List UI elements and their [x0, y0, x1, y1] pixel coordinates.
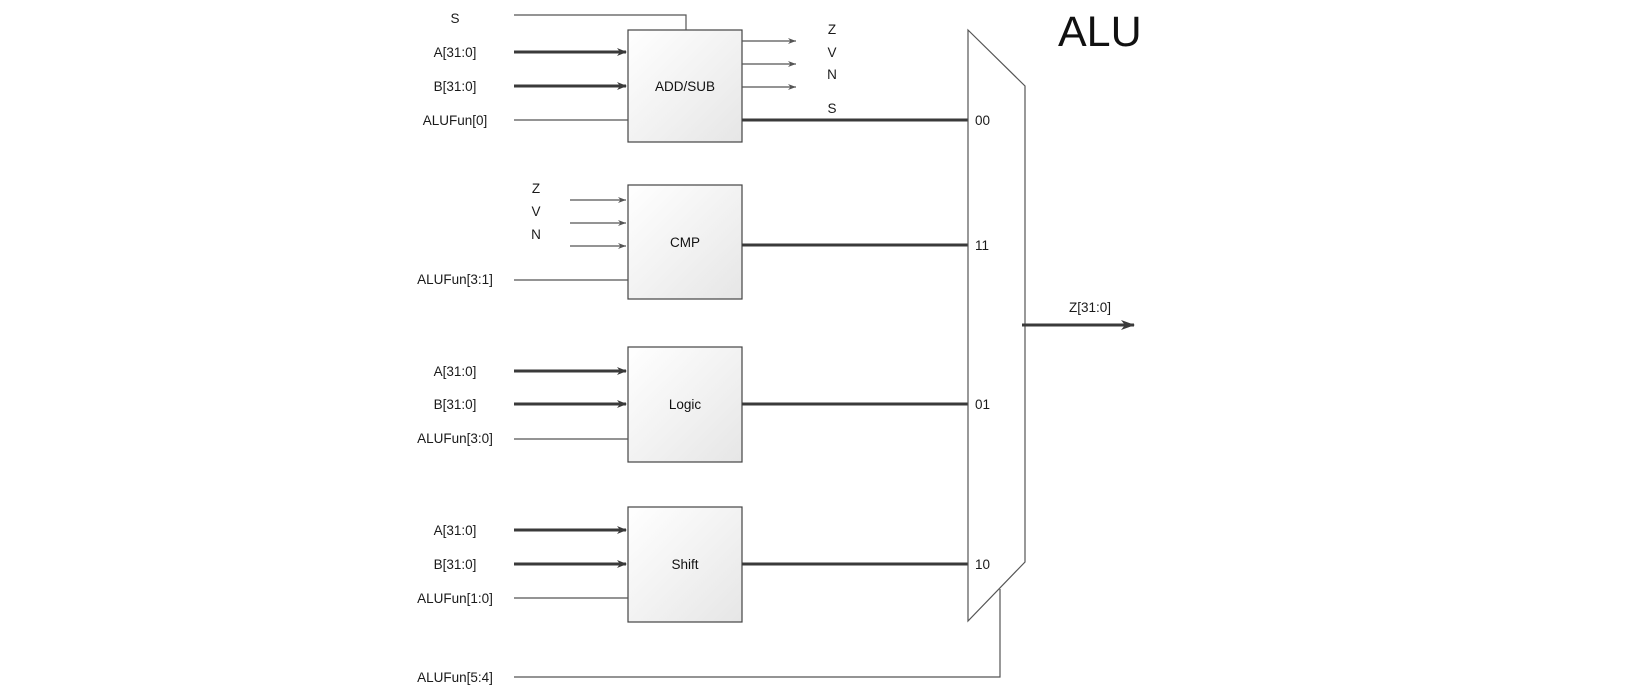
- shift-control-label: ALUFun[1:0]: [417, 591, 493, 606]
- mux-input-11-label: 11: [975, 238, 989, 253]
- mux-input-10-label: 10: [975, 557, 990, 572]
- addsub-block: ADD/SUB S A[31:0] B[31:0] ALUFun[0] Z V …: [423, 11, 968, 143]
- addsub-flag-n-label: N: [827, 67, 837, 82]
- mux-output-label: Z[31:0]: [1069, 300, 1111, 315]
- cmp-label: CMP: [670, 235, 700, 250]
- logic-block: Logic A[31:0] B[31:0] ALUFun[3:0]: [417, 346, 968, 463]
- addsub-flag-z-label: Z: [828, 22, 836, 37]
- addsub-box: [627, 29, 743, 143]
- addsub-control-label: ALUFun[0]: [423, 113, 488, 128]
- shift-label: Shift: [671, 557, 698, 572]
- mux-select-wire: [514, 589, 1001, 678]
- cmp-box: [627, 184, 743, 300]
- addsub-flag-v-label: V: [827, 45, 836, 60]
- shift-input-a-label: A[31:0]: [434, 523, 477, 538]
- mux-shape: [967, 28, 1026, 623]
- logic-input-b-label: B[31:0]: [434, 397, 477, 412]
- cmp-flag-n-label: N: [531, 227, 541, 242]
- cmp-control-label: ALUFun[3:1]: [417, 272, 493, 287]
- shift-box: [627, 506, 743, 623]
- addsub-label: ADD/SUB: [655, 79, 715, 94]
- mux-select-label: ALUFun[5:4]: [417, 670, 493, 685]
- mux: 00 11 01 10 ALUFun[5:4] Z[31:0]: [417, 28, 1135, 685]
- cmp-block: CMP Z V N ALUFun[3:1]: [417, 181, 968, 300]
- addsub-input-b-label: B[31:0]: [434, 79, 477, 94]
- mux-input-01-label: 01: [975, 397, 990, 412]
- mux-input-00-label: 00: [975, 113, 990, 128]
- logic-box: [627, 346, 743, 463]
- cmp-flag-v-label: V: [531, 204, 540, 219]
- shift-block: Shift A[31:0] B[31:0] ALUFun[1:0]: [417, 506, 968, 623]
- logic-control-label: ALUFun[3:0]: [417, 431, 493, 446]
- logic-label: Logic: [669, 397, 702, 412]
- shift-input-b-label: B[31:0]: [434, 557, 477, 572]
- addsub-input-a-label: A[31:0]: [434, 45, 477, 60]
- addsub-output-label: S: [827, 101, 836, 116]
- addsub-input-s-label: S: [450, 11, 459, 26]
- diagram-title: ALU: [1058, 8, 1142, 56]
- addsub-input-s-wire: [514, 14, 687, 30]
- cmp-flag-z-label: Z: [532, 181, 540, 196]
- logic-input-a-label: A[31:0]: [434, 364, 477, 379]
